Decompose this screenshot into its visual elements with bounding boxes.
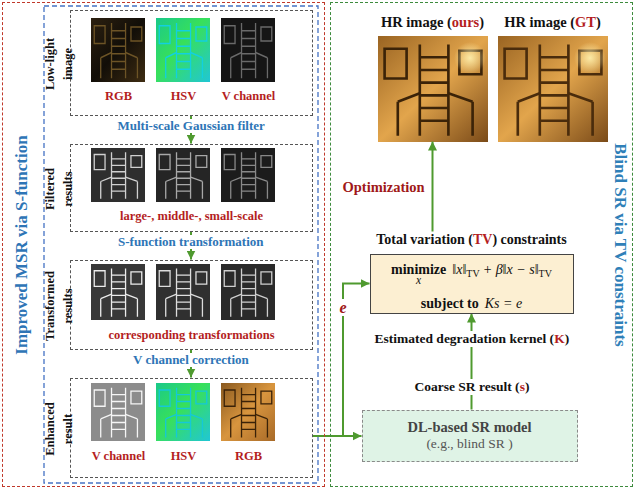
image-label: corresponding transformations: [108, 328, 274, 342]
label-wrap: Coarse SR result (s): [412, 377, 533, 395]
highlight-text: GT: [575, 14, 596, 30]
constraint-box: Total variation (TV) constraints minimize…: [370, 232, 574, 314]
image-heading: HR image (GT): [498, 14, 608, 31]
model-box: DL-based SR model(e.g., blind SR ): [362, 410, 578, 462]
flow-arrow: [432, 142, 434, 232]
text-wrap: Filtered results: [40, 150, 76, 228]
label-wrap: Multi-scale Gaussian filter: [115, 116, 268, 134]
constraint-heading: Total variation (TV) constraints: [370, 232, 574, 249]
image-heading: HR image (ours): [378, 14, 488, 31]
photo: [91, 18, 275, 82]
operator-text: subject to: [421, 296, 479, 311]
highlight-text: s: [520, 379, 525, 394]
highlight-text: K: [554, 331, 565, 346]
image-label: large-, middle-, small-scale: [120, 209, 263, 223]
text-wrap: Enhanced result: [40, 390, 76, 468]
text-wrap: V channel: [217, 86, 281, 104]
image-label: RGB: [105, 89, 132, 103]
formula-text: ‖x‖: [452, 262, 466, 277]
image-label: V channel: [222, 89, 276, 103]
photo: [91, 148, 275, 202]
photo: [91, 383, 275, 441]
edge-label: Multi-scale Gaussian filter: [115, 119, 268, 134]
label-wrap: e: [338, 299, 349, 317]
text-wrap: Improved MSR via S-function: [12, 25, 32, 465]
text-wrap: V channel: [87, 446, 151, 464]
photo: [91, 264, 275, 320]
operator-group: minimizex: [391, 261, 446, 279]
image-label: HSV: [171, 449, 197, 463]
model-note: (e.g., blind SR ): [426, 436, 512, 453]
edge-label: Optimization: [343, 179, 425, 196]
text-wrap: corresponding transformations: [72, 325, 312, 343]
formula-text: Ks = e: [485, 296, 522, 311]
text-wrap: large-, middle-, small-scale: [72, 206, 312, 224]
label-wrap: Optimization: [343, 178, 425, 196]
flow-arrow: [471, 314, 473, 410]
panel-title: Improved MSR via S-function: [12, 135, 31, 354]
image-box: HR image (GT): [498, 14, 608, 142]
formula-frame: minimizex‖x‖TV+ β‖x − s‖TVsubject toKs =…: [370, 254, 574, 314]
text-wrap: HSV: [152, 446, 216, 464]
subscript-text: x: [416, 274, 421, 286]
method-panel: Blind SR via TV constraints HR image (our…: [330, 2, 633, 487]
model-title: DL-based SR model: [407, 418, 531, 436]
text-wrap: Blind SR via TV constraints: [610, 25, 630, 465]
edge-label: S-function transformation: [115, 235, 267, 250]
text-wrap: RGB: [87, 86, 151, 104]
text-wrap: RGB: [217, 446, 281, 464]
edge-label: V channel correction: [130, 353, 252, 368]
annotation-label: Estimated degradation kernel (K): [372, 331, 573, 347]
label-wrap: S-function transformation: [115, 232, 267, 250]
label-wrap: V channel correction: [130, 350, 252, 368]
stage-box: Enhanced resultV channelHSVRGB: [70, 378, 313, 478]
formula-row: subject to Ks = e: [421, 295, 522, 313]
text-wrap: Low-light image: [40, 25, 76, 103]
stage-title: Low-light image: [43, 37, 75, 89]
image-label: V channel: [92, 449, 146, 463]
edge-label: e: [338, 299, 349, 317]
module-frame: [44, 6, 318, 483]
text-wrap: HSV: [152, 86, 216, 104]
formula-text: + β‖x − s‖: [483, 262, 539, 277]
annotation-label: Coarse SR result (s): [412, 379, 533, 395]
highlight-text: TV: [473, 232, 492, 247]
stage-title: Filtered results: [43, 167, 75, 209]
image-label: RGB: [235, 449, 262, 463]
text-wrap: Transformed results: [40, 266, 76, 346]
stage-box: Transformed resultscorresponding transfo…: [70, 260, 313, 350]
subscript-text: TV: [466, 268, 479, 279]
subscript-text: TV: [539, 268, 552, 279]
formula-row: minimizex‖x‖TV+ β‖x − s‖TV: [391, 261, 552, 283]
stage-box: Filtered resultslarge-, middle-, small-s…: [70, 144, 313, 232]
stage-box: Low-light imageRGBHSVV channel: [70, 10, 313, 116]
photo: [378, 36, 608, 142]
highlight-text: ours: [452, 14, 479, 30]
panel-title: Blind SR via TV constraints: [611, 143, 630, 346]
stage-title: Enhanced result: [43, 402, 75, 456]
image-label: HSV: [171, 89, 197, 103]
image-box: HR image (ours): [378, 14, 488, 142]
stage-title: Transformed results: [43, 271, 75, 341]
label-wrap: Estimated degradation kernel (K): [372, 329, 573, 347]
